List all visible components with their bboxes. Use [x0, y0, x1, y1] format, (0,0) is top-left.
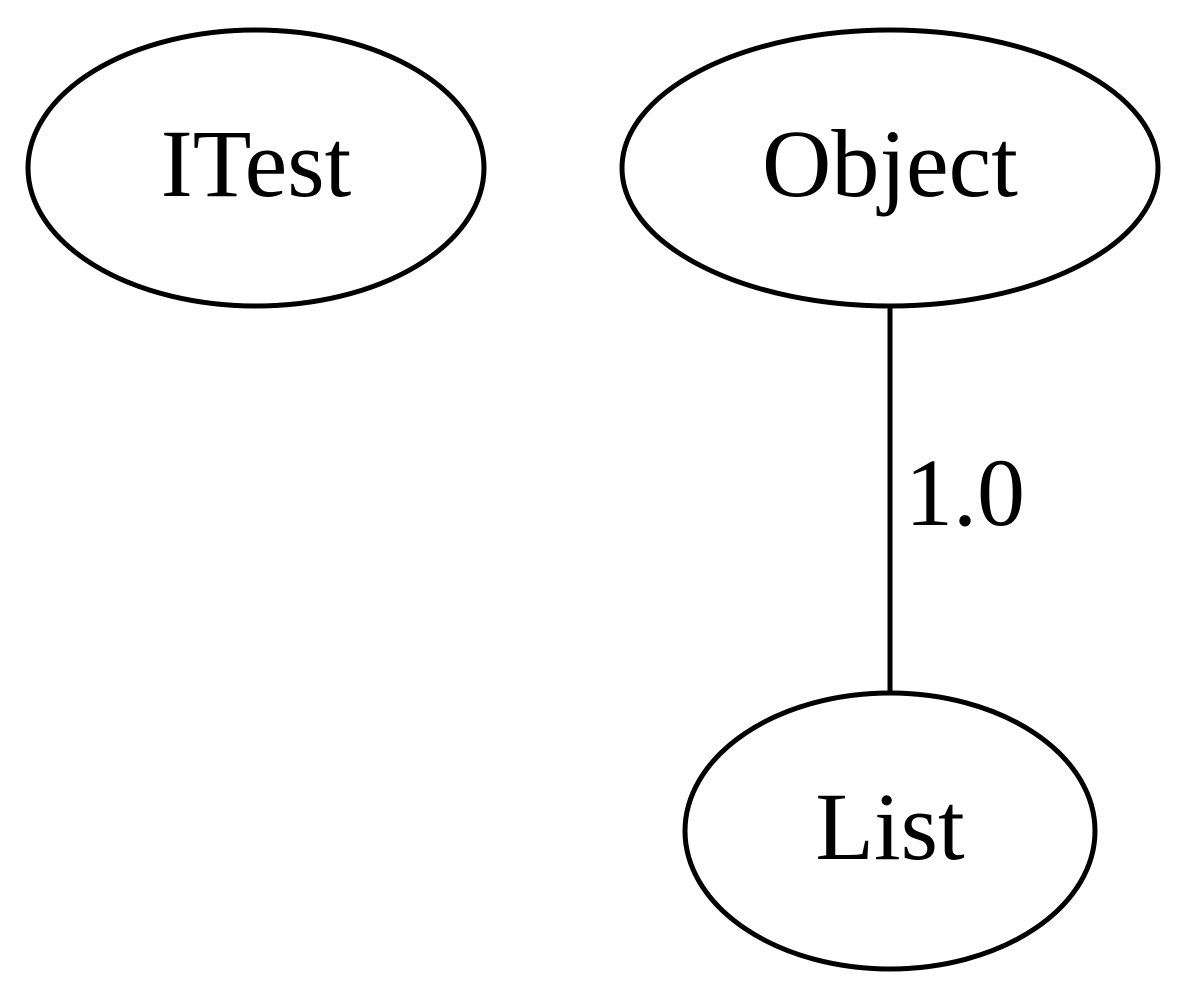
- edge-object-list: 1.0: [887, 305, 1025, 692]
- node-object: Object: [619, 27, 1161, 309]
- node-ellipse: [682, 690, 1098, 972]
- node-ellipse: [619, 27, 1161, 309]
- node-label: List: [815, 773, 965, 880]
- node-list: List: [682, 690, 1098, 972]
- node-ellipse: [25, 27, 487, 309]
- edge-label: 1.0: [905, 439, 1025, 546]
- node-label: Object: [762, 110, 1018, 217]
- node-label: ITest: [161, 110, 352, 217]
- node-itest: ITest: [25, 27, 487, 309]
